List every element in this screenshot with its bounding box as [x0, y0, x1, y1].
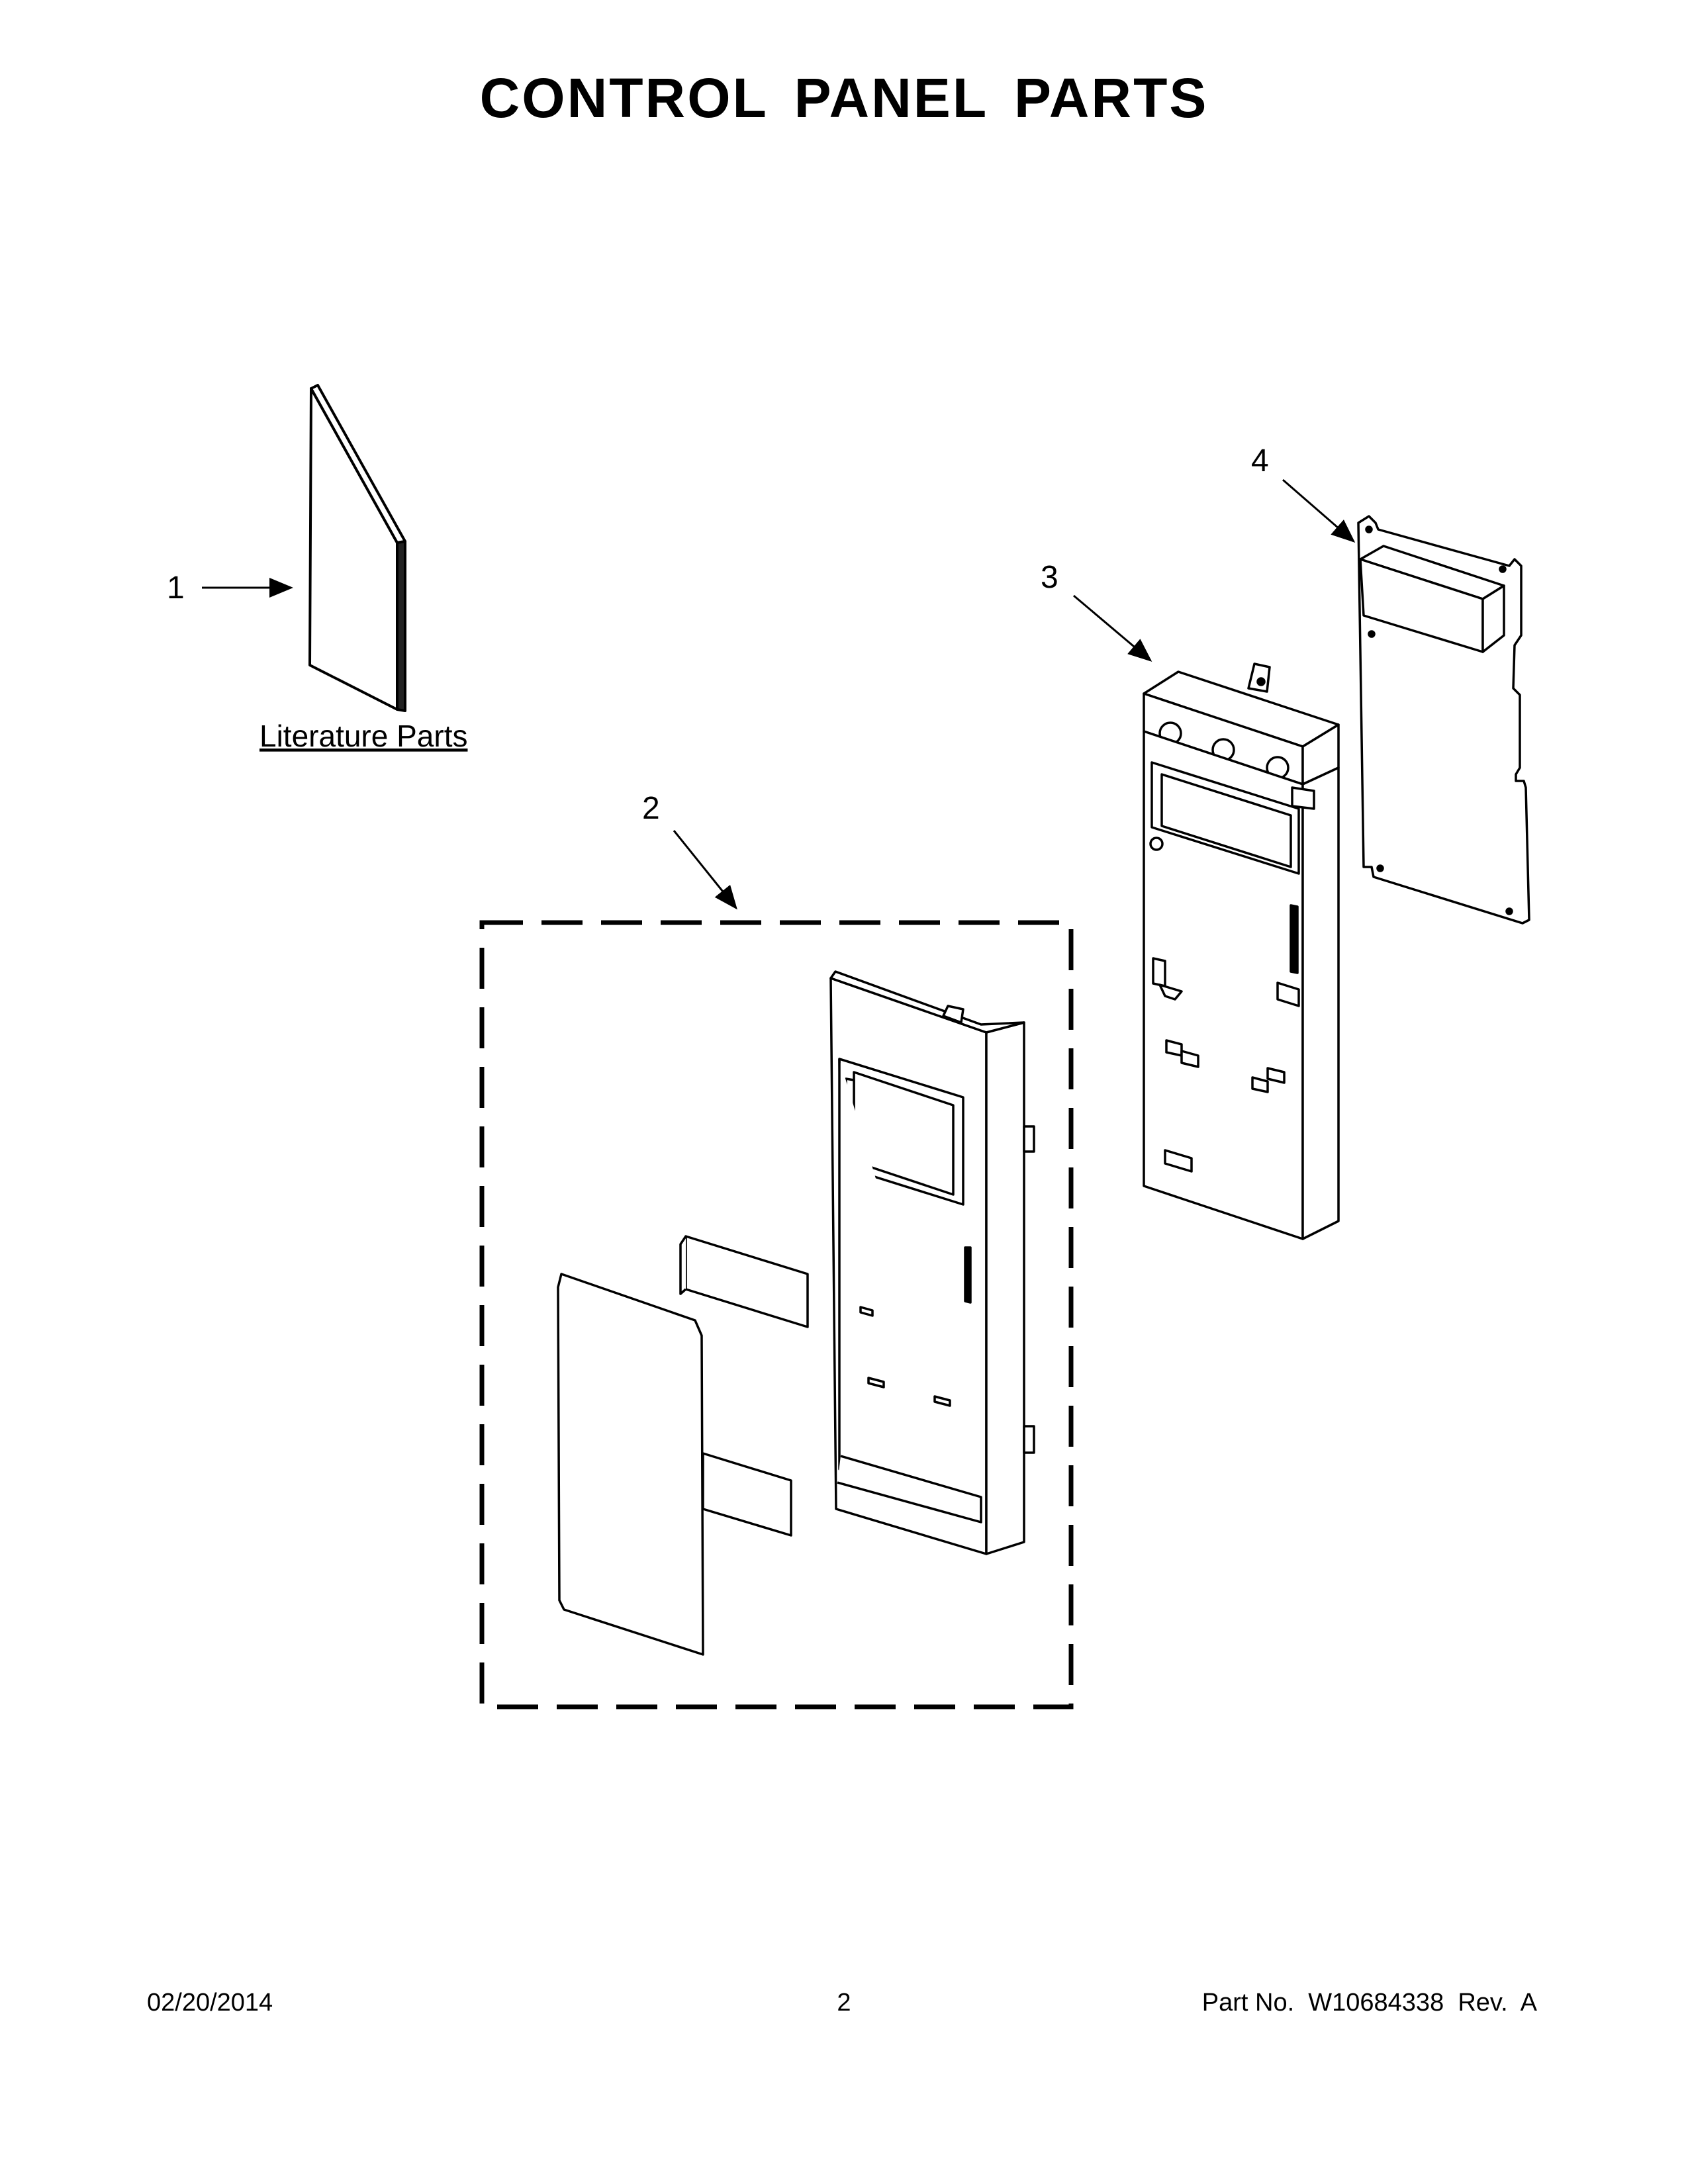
callout-4-arrow [1282, 478, 1356, 543]
control-board-icon[interactable] [1357, 515, 1530, 925]
callout-1[interactable]: 1 [167, 570, 185, 606]
literature-parts-label[interactable]: Literature Parts [259, 719, 467, 753]
callout-2[interactable]: 2 [642, 791, 660, 826]
callout-2-arrow [673, 830, 737, 910]
footer-page-number: 2 [837, 1989, 851, 2017]
control-panel-frame-icon[interactable] [1143, 662, 1340, 1240]
callout-4[interactable]: 4 [1251, 443, 1269, 478]
footer-date: 02/20/2014 [147, 1989, 273, 2017]
assembly-dashed-boundary [479, 920, 1074, 1709]
page-title: CONTROL PANEL PARTS [479, 67, 1209, 129]
literature-booklet-icon[interactable] [308, 384, 406, 712]
control-panel-assembly-icon[interactable] [557, 970, 1035, 1656]
callout-3[interactable]: 3 [1041, 560, 1058, 595]
callout-3-arrow [1073, 594, 1152, 662]
footer-part-info: Part No. W10684338 Rev. A [1201, 1989, 1537, 2017]
